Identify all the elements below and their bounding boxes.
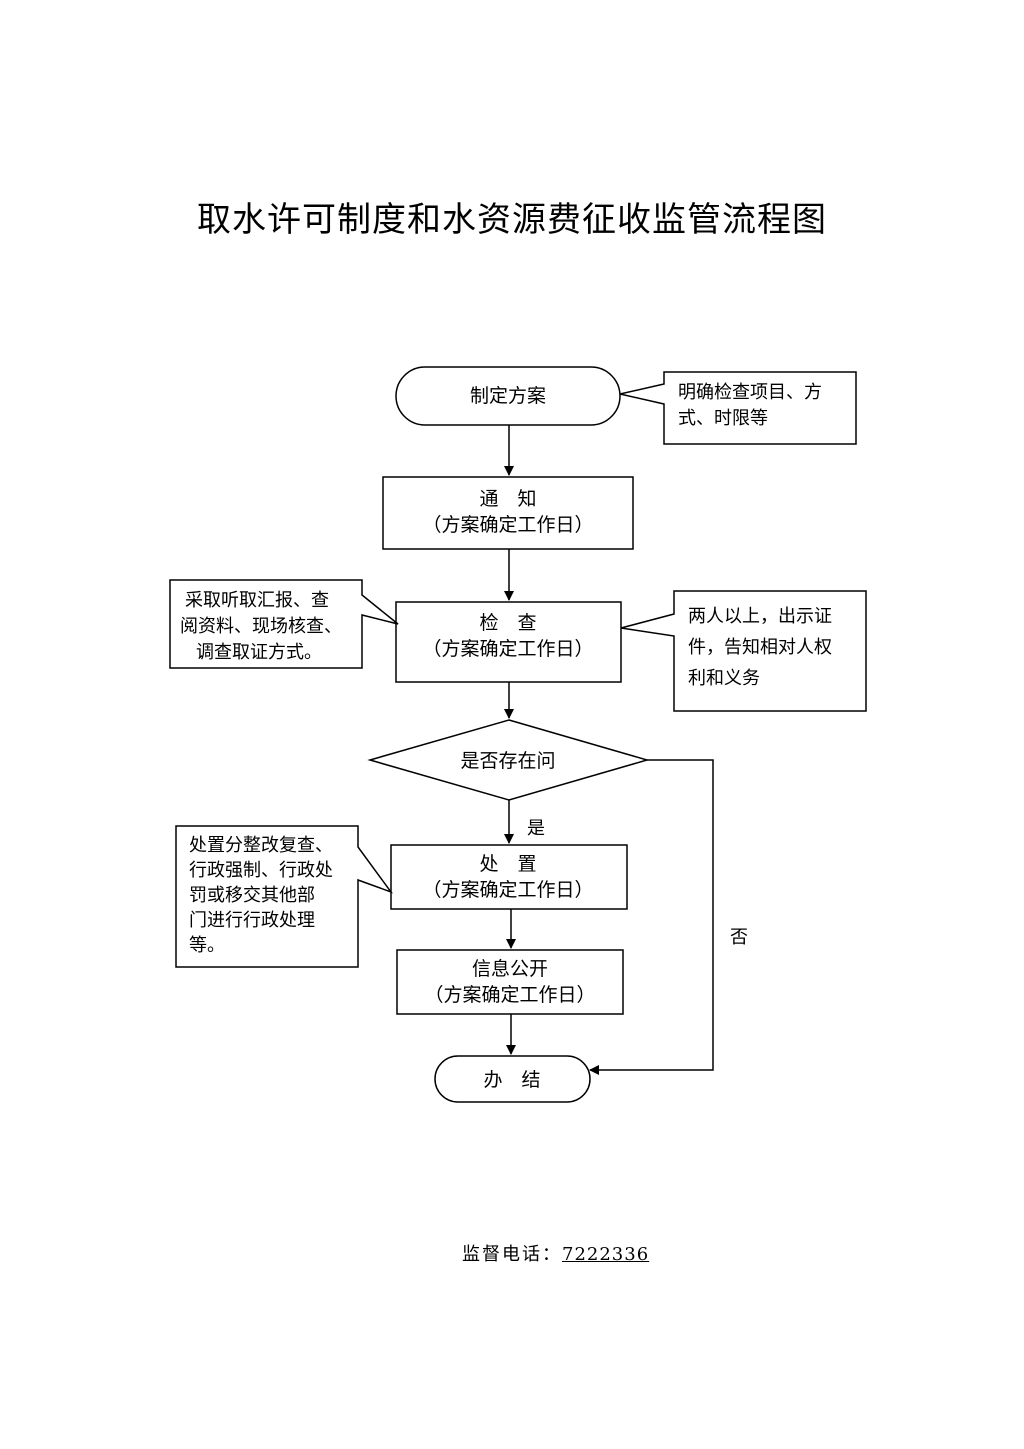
notify-node (382, 476, 634, 550)
disclose-node (396, 949, 624, 1015)
handle-label: 处 置 (479, 853, 536, 875)
handle-note-line5: 等。 (189, 935, 225, 956)
handle-node (390, 844, 628, 910)
inspect-left-note-box (169, 579, 399, 669)
footer-contact: 监督电话：7222336 (462, 1240, 649, 1266)
footer-label: 监督电话： (462, 1244, 562, 1265)
inspect-left-note-line1: 采取听取汇报、查 (185, 590, 329, 611)
notify-sublabel: （方案确定工作日） (422, 514, 593, 536)
inspect-node (395, 601, 622, 683)
inspect-sublabel: （方案确定工作日） (422, 638, 593, 660)
handle-note-line1: 处置分整改复查、 (189, 835, 333, 856)
notify-label: 通 知 (479, 488, 536, 510)
footer-phone: 7222336 (562, 1244, 650, 1265)
inspect-label: 检 查 (479, 612, 536, 634)
finish-node (434, 1055, 591, 1103)
plan-note-line2: 式、时限等 (678, 408, 768, 429)
no-label: 否 (730, 927, 748, 948)
inspect-left-note-line3: 调查取证方式。 (196, 642, 322, 663)
inspect-right-note-line1: 两人以上，出示证 (688, 606, 832, 627)
inspect-left-note-line2: 阅资料、现场核查、 (180, 616, 342, 637)
handle-note-line4: 门进行行政处理 (189, 910, 315, 931)
disclose-sublabel: （方案确定工作日） (424, 984, 595, 1006)
plan-label: 制定方案 (470, 385, 546, 407)
handle-sublabel: （方案确定工作日） (422, 879, 593, 901)
handle-note-line2: 行政强制、行政处 (189, 860, 333, 881)
inspect-right-note-box (620, 590, 867, 712)
plan-note-box (619, 371, 857, 445)
disclose-label: 信息公开 (472, 958, 548, 980)
decision-label: 是否存在问 (460, 750, 555, 772)
page-title: 取水许可制度和水资源费征收监管流程图 (197, 200, 827, 240)
start-node-plan (395, 366, 621, 426)
inspect-right-note-line3: 利和义务 (688, 668, 760, 689)
yes-label: 是 (527, 818, 545, 839)
handle-note-box (175, 825, 394, 968)
inspect-right-note-line2: 件，告知相对人权 (688, 637, 832, 658)
handle-note-line3: 罚或移交其他部 (189, 885, 315, 906)
plan-note-line1: 明确检查项目、方 (678, 382, 822, 403)
arrow-decision-finish-no (589, 759, 714, 1075)
finish-label: 办 结 (483, 1069, 540, 1091)
